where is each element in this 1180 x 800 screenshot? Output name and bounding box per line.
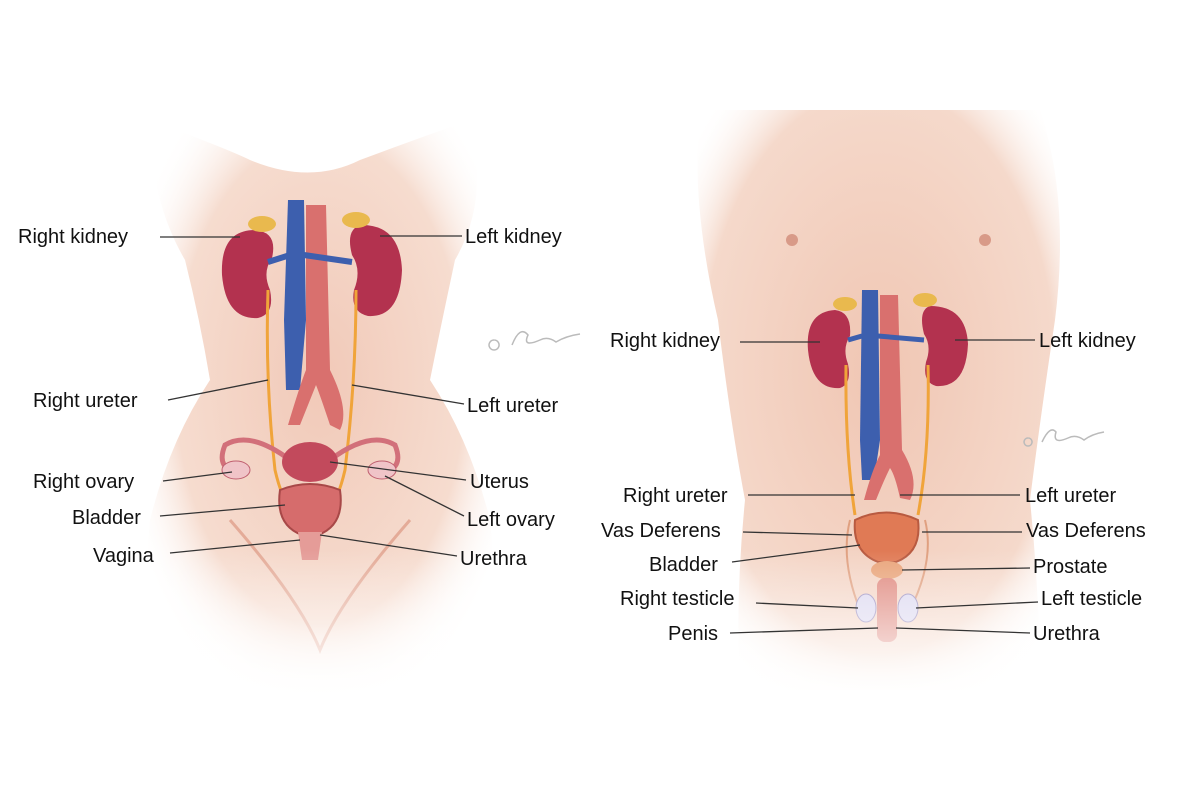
label-right-kidney: Right kidney	[18, 226, 128, 248]
leader-line	[729, 627, 879, 634]
leader-line	[901, 567, 1031, 571]
leader-line	[167, 379, 269, 401]
female-fade	[100, 100, 520, 700]
label-left-ureter-m: Left ureter	[1025, 485, 1117, 507]
leader-line	[895, 627, 1031, 634]
signature-icon	[1023, 429, 1105, 447]
leader-line	[731, 544, 861, 563]
label-vagina: Vagina	[93, 545, 155, 567]
label-right-ureter-m: Right ureter	[623, 485, 728, 507]
label-urethra-m: Urethra	[1033, 623, 1101, 645]
label-left-ovary: Left ovary	[467, 509, 555, 531]
label-left-ureter: Left ureter	[467, 395, 559, 417]
label-urethra: Urethra	[460, 548, 528, 570]
leader-line	[351, 384, 465, 405]
male-fade	[680, 100, 1080, 700]
label-right-ovary: Right ovary	[33, 471, 134, 493]
label-right-kidney-m: Right kidney	[610, 330, 720, 352]
label-uterus: Uterus	[470, 471, 529, 493]
leader-line	[159, 504, 286, 517]
leader-line	[162, 471, 233, 482]
female-labels: Right kidney Left kidney Right ureter Le…	[18, 226, 562, 570]
leader-line	[915, 601, 1039, 609]
male-figure	[680, 100, 1105, 700]
label-right-ureter: Right ureter	[33, 390, 138, 412]
leader-line	[169, 539, 301, 554]
leader-line	[329, 461, 467, 481]
label-left-kidney: Left kidney	[465, 226, 562, 248]
leader-line	[384, 475, 465, 517]
leader-line	[319, 534, 458, 557]
label-vas-deferens-right: Vas Deferens	[601, 520, 721, 542]
label-left-testicle: Left testicle	[1041, 588, 1142, 610]
leader-line	[742, 531, 853, 536]
label-bladder: Bladder	[72, 507, 141, 529]
label-bladder-m: Bladder	[649, 554, 718, 576]
label-penis: Penis	[668, 623, 718, 645]
label-prostate: Prostate	[1033, 556, 1107, 578]
male-labels: Right kidney Left kidney Right ureter Le…	[601, 330, 1146, 645]
leader-line	[755, 602, 859, 609]
label-right-testicle: Right testicle	[620, 588, 735, 610]
label-left-kidney-m: Left kidney	[1039, 330, 1136, 352]
signature-icon	[488, 330, 581, 351]
label-vas-deferens-left: Vas Deferens	[1026, 520, 1146, 542]
